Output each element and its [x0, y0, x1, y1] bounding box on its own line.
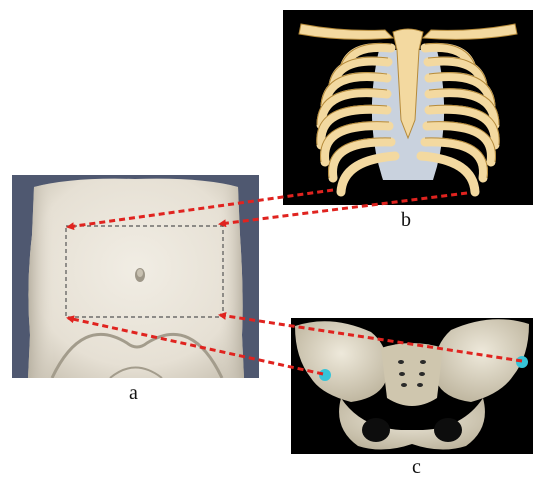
right-clavicle: [423, 24, 517, 39]
rib-cage-image: [283, 10, 533, 205]
panel-b-label: b: [401, 210, 411, 230]
left-iliac-wing: [295, 321, 388, 402]
panel-a-label: a: [129, 383, 138, 403]
torso-scan-panel: [12, 175, 259, 378]
right-obturator-foramen: [434, 418, 462, 442]
left-obturator-foramen: [362, 418, 390, 442]
left-clavicle: [299, 24, 393, 39]
rib-cage-panel: [283, 10, 533, 205]
sacrum: [381, 343, 443, 406]
torso-scan-image: [12, 175, 259, 378]
right-iliac-wing: [434, 319, 529, 402]
pelvis-panel: [291, 318, 533, 454]
left-landmark-marker: [319, 369, 331, 381]
pelvis-image: [291, 318, 533, 454]
right-landmark-marker: [516, 356, 528, 368]
panel-c-label: c: [412, 457, 421, 477]
